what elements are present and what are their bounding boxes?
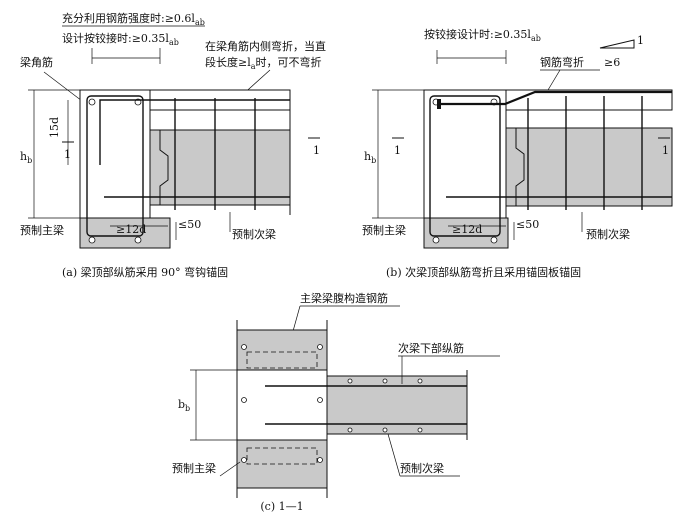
caption-a: (a) 梁顶部纵筋采用 90° 弯钩锚固 [62,265,228,279]
main-beam-top-part [236,329,328,371]
bent-top-bar [440,90,672,106]
section-label: 1 [64,148,71,161]
caption-c: (c) 1—1 [260,500,303,513]
rebar-dot [317,397,323,403]
leader [43,71,87,105]
rebar-dot [241,344,247,350]
secondary-beam-precast-b [505,127,673,207]
secondary-beam-precast [149,129,291,206]
bend-label: 钢筋弯折 [540,55,584,69]
main-beam-label-c: 预制主梁 [172,461,216,475]
section-label: 1 [313,144,320,157]
hb-label: hb [20,150,32,165]
hook-label: 15d [48,117,61,138]
rebar-dot [241,397,247,403]
leader [219,461,241,477]
rebar-dot [347,378,353,384]
bottom-bar [490,236,498,244]
rebar-dot [347,427,353,433]
main-beam-section [79,89,151,221]
secondary-beam-label: 预制次梁 [232,227,276,241]
slope-label: ≥6 [604,56,620,69]
slope-symbol [599,39,635,49]
bottom-bar-label: 次梁下部纵筋 [398,341,464,355]
rebar-dot [317,344,323,350]
bottom-bar [432,236,440,244]
hb-label-b: hb [364,150,376,165]
main-beam-label-b: 预制主梁 [362,223,406,237]
secondary-beam-label-c: 预制次梁 [400,461,444,475]
bend-note-line2: 段长度≥la时，可不弯折 [205,55,322,71]
corner-bar-label: 梁角筋 [20,55,53,69]
bottom-bar [88,236,96,244]
section-label: 1 [394,144,401,157]
key-notch-b [515,128,525,206]
anchor-len-label: ≥12d [116,223,146,236]
corner-bar [88,98,96,106]
gap-label: ≤50 [178,218,201,231]
main-beam-section-b [423,89,507,221]
anchor-len-label-b: ≥12d [452,223,482,236]
gap-label-b: ≤50 [516,218,539,231]
hinged-note: 设计按铰接时:≥0.35lab [62,31,179,47]
stirrup-b [429,95,501,237]
web-bar-outline [246,351,318,369]
hinged-note-b: 按铰接设计时:≥0.35lab [424,27,541,43]
secondary-beam-plan [326,375,468,435]
leader [387,433,401,477]
web-bar-outline [246,447,318,465]
stirrup [86,95,144,237]
rebar-dot [417,378,423,384]
panel-b: 按铰接设计时:≥0.35lab 1 ≥6 钢筋弯折 hb 1 [362,27,673,279]
panel-a: 充分利用钢筋强度时:≥0.6lab 设计按铰接时:≥0.35lab 在梁角筋内侧… [20,11,326,279]
hooked-top-bar [99,99,290,165]
rebar-dot [382,427,388,433]
bottom-bar [134,236,142,244]
main-beam-cast-in-place [236,369,328,441]
key-notch [159,130,169,205]
main-beam-label: 预制主梁 [20,223,64,237]
secondary-beam-label-b: 预制次梁 [586,227,630,241]
bb-label: bb [178,398,190,413]
rebar-dot [317,457,323,463]
main-beam-precast-bottom [79,217,171,249]
full-strength-note: 充分利用钢筋强度时:≥0.6lab [62,11,205,27]
anchor-plate [437,99,441,109]
panel-c: 主梁梁腹构造钢筋 次梁下部纵筋 bb 预制主梁 [172,291,500,513]
caption-b: (b) 次梁顶部纵筋弯折且采用锚固板锚固 [386,265,581,279]
section-label: 1 [662,144,669,157]
slope-one: 1 [637,34,644,47]
rebar-dot [241,457,247,463]
rebar-dot [382,378,388,384]
rebar-dot [417,427,423,433]
bend-note-line1: 在梁角筋内侧弯折，当直 [205,39,326,53]
leader [547,69,561,91]
web-bar-label: 主梁梁腹构造钢筋 [300,291,388,305]
